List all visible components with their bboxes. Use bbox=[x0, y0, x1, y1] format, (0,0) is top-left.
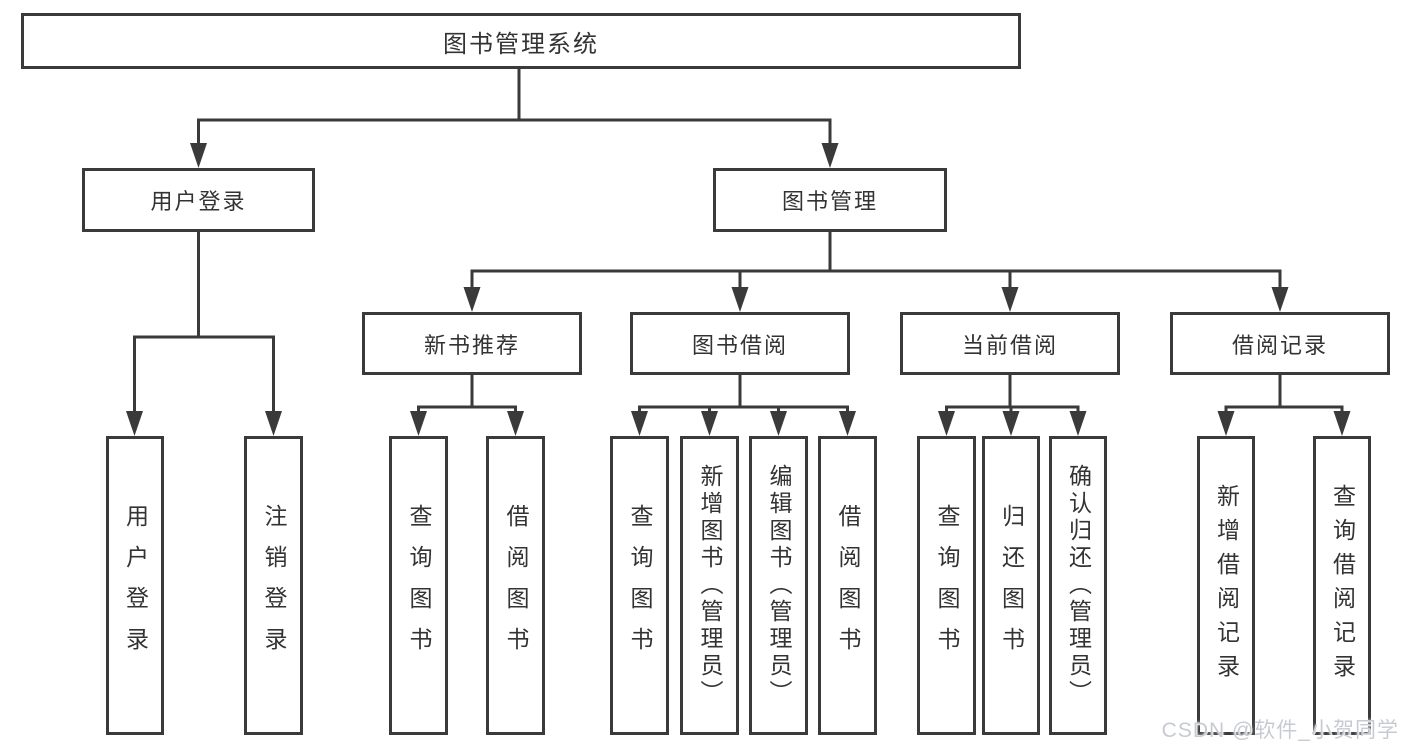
node-label: 借阅图书 bbox=[503, 503, 529, 668]
node-label: 查询图书 bbox=[627, 503, 653, 668]
node-library-management-system: 图书管理系统 bbox=[21, 13, 1021, 69]
node-label: 图书管理系统 bbox=[443, 30, 599, 58]
node-label: 借阅图书 bbox=[835, 503, 861, 668]
leaf-search-borrow-record: 查询借阅记录 bbox=[1313, 436, 1371, 735]
leaf-user-login: 用户登录 bbox=[106, 436, 164, 735]
node-label: 编辑图书（管理员） bbox=[766, 464, 792, 707]
node-label: 查询借阅记录 bbox=[1329, 483, 1356, 688]
leaf-add-borrow-record: 新增借阅记录 bbox=[1197, 436, 1255, 735]
node-label: 新增借阅记录 bbox=[1213, 483, 1240, 688]
node-label: 图书管理 bbox=[781, 189, 878, 214]
leaf-edit-books-admin: 编辑图书（管理员） bbox=[749, 436, 808, 735]
node-label: 查询图书 bbox=[406, 503, 432, 668]
node-label: 图书借阅 bbox=[691, 332, 788, 358]
leaf-confirm-return-admin: 确认归还（管理员） bbox=[1049, 436, 1107, 735]
node-label: 用户登录 bbox=[150, 189, 247, 214]
node-book-borrowing: 图书借阅 bbox=[630, 312, 850, 375]
node-label: 归还图书 bbox=[998, 503, 1025, 668]
node-label: 新增图书（管理员） bbox=[697, 464, 723, 707]
leaf-add-books-admin: 新增图书（管理员） bbox=[680, 436, 739, 735]
node-label: 用户登录 bbox=[122, 503, 149, 668]
watermark: CSDN @软件_小贺同学 bbox=[1161, 719, 1399, 742]
leaf-borrow-books-recommend: 借阅图书 bbox=[486, 436, 545, 735]
node-label: 注销登录 bbox=[261, 503, 287, 668]
leaf-search-books-current: 查询图书 bbox=[917, 436, 976, 735]
node-label: 借阅记录 bbox=[1231, 332, 1328, 358]
node-book-management: 图书管理 bbox=[713, 168, 947, 232]
node-borrowing-records: 借阅记录 bbox=[1170, 312, 1390, 375]
leaf-search-books-borrowing: 查询图书 bbox=[610, 436, 669, 735]
node-label: 新书推荐 bbox=[423, 332, 520, 358]
node-label: 当前借阅 bbox=[961, 332, 1058, 358]
node-new-book-recommendation: 新书推荐 bbox=[362, 312, 582, 375]
leaf-search-books-recommend: 查询图书 bbox=[389, 436, 448, 735]
leaf-logout: 注销登录 bbox=[244, 436, 303, 735]
node-label: 查询图书 bbox=[934, 503, 960, 668]
node-current-borrowing: 当前借阅 bbox=[900, 312, 1120, 375]
node-label: 确认归还（管理员） bbox=[1065, 464, 1092, 707]
leaf-borrow-books-borrowing: 借阅图书 bbox=[818, 436, 877, 735]
node-user-login: 用户登录 bbox=[82, 168, 315, 232]
leaf-return-books: 归还图书 bbox=[982, 436, 1040, 735]
